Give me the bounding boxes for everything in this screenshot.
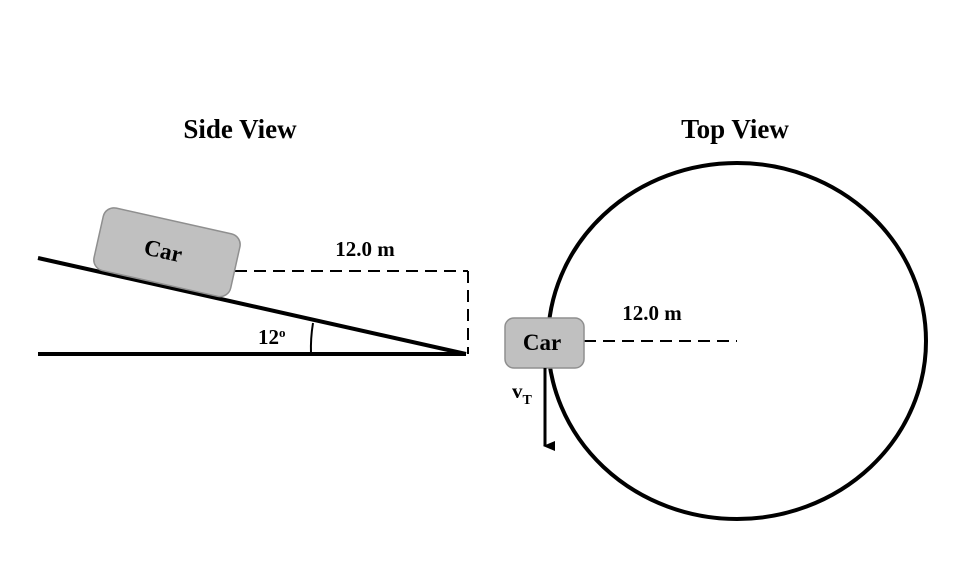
angle-label: 12o (258, 325, 286, 350)
angle-arc (309, 322, 314, 355)
side-car-body (93, 207, 241, 298)
incline-line (37, 256, 467, 356)
side-view-title: Side View (183, 114, 297, 144)
side-car: Car (93, 207, 241, 298)
top-view: Top View 12.0 m Car vT (504, 114, 928, 521)
velocity-label: vT (512, 379, 533, 408)
side-view: Side View 12o 12.0 m Car (37, 114, 469, 356)
side-distance-label: 12.0 m (335, 237, 395, 261)
top-view-title: Top View (681, 114, 789, 144)
top-car-label: Car (523, 330, 561, 355)
radius-label: 12.0 m (622, 301, 682, 325)
